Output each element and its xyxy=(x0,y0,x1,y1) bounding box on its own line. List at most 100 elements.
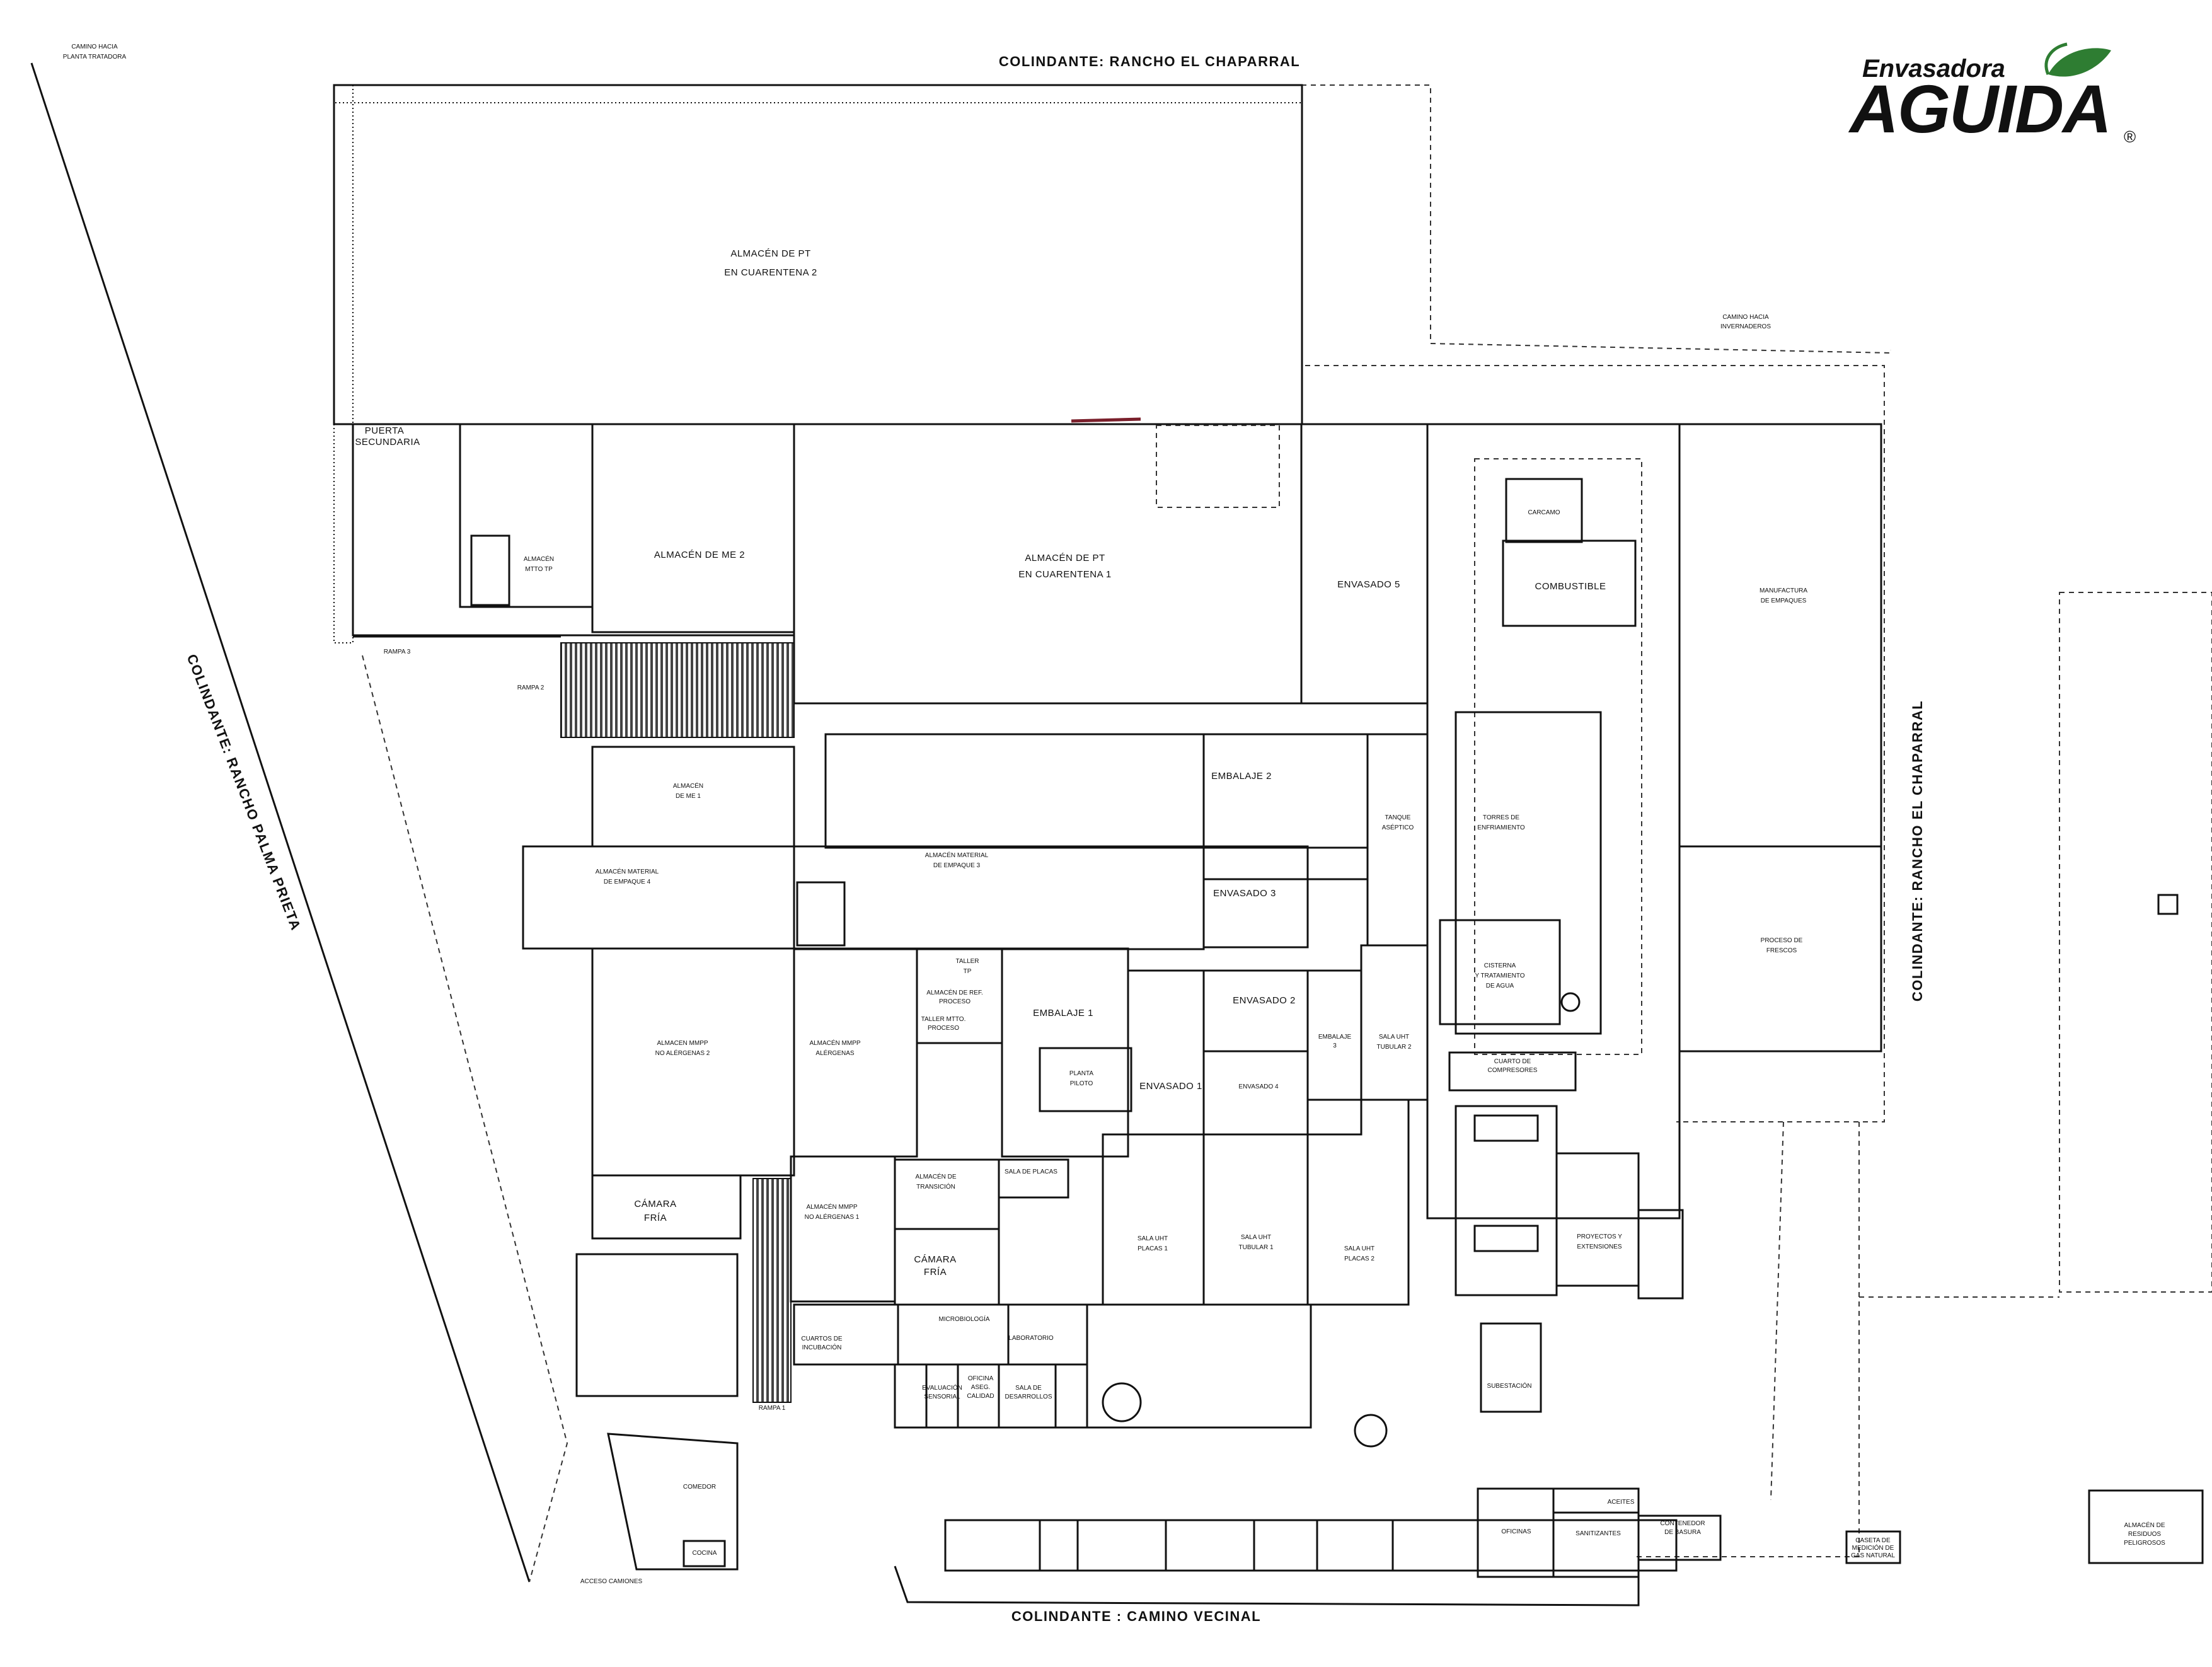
lab-office-wing: EVALUACIÓN SENSORIAL OFICINA ASEG. CALID… xyxy=(894,1303,1312,1429)
svg-text:LABORATORIO: LABORATORIO xyxy=(1008,1335,1054,1342)
rampa-3: RAMPA 3 xyxy=(353,635,561,655)
torres-enfriamiento: TORRES DE ENFRIAMIENTO xyxy=(1477,814,1525,831)
survey-marker xyxy=(2157,894,2179,915)
svg-text:ACEITES: ACEITES xyxy=(1608,1499,1635,1506)
svg-text:TALLER MTTO.: TALLER MTTO. xyxy=(921,1016,966,1023)
svg-text:ALMACÉN MATERIAL: ALMACÉN MATERIAL xyxy=(925,851,989,859)
svg-text:ASÉPTICO: ASÉPTICO xyxy=(1382,823,1414,831)
puerta-secundaria: PUERTA SECUNDARIA xyxy=(355,425,420,447)
svg-text:COMPRESORES: COMPRESORES xyxy=(1488,1067,1538,1074)
zone-west-annex xyxy=(575,1253,739,1397)
svg-text:ALMACÉN: ALMACÉN xyxy=(673,782,703,790)
svg-text:CASETA DE: CASETA DE xyxy=(1855,1537,1891,1544)
svg-text:PILOTO: PILOTO xyxy=(1070,1080,1093,1087)
svg-text:TORRES DE: TORRES DE xyxy=(1483,814,1519,821)
boundary-south: COLINDANTE : CAMINO VECINAL xyxy=(1011,1608,1261,1624)
svg-text:SALA UHT: SALA UHT xyxy=(1138,1235,1168,1242)
sala-de-placas: SALA DE PLACAS xyxy=(998,1158,1069,1199)
almacen-me-1: ALMACÉN DE ME 1 xyxy=(591,746,795,848)
svg-text:PLANTA: PLANTA xyxy=(1069,1070,1093,1077)
cuartos-incubacion: CUARTOS DE INCUBACIÓN xyxy=(793,1303,899,1366)
svg-text:ALMACÉN MATERIAL: ALMACÉN MATERIAL xyxy=(596,867,659,875)
svg-text:SANITIZANTES: SANITIZANTES xyxy=(1575,1530,1621,1537)
svg-text:PLACAS 2: PLACAS 2 xyxy=(1344,1255,1374,1262)
svg-text:MANUFACTURA: MANUFACTURA xyxy=(1760,587,1807,594)
embalaje-2: EMBALAJE 2 xyxy=(1202,733,1369,880)
svg-text:CARCAMO: CARCAMO xyxy=(1528,509,1560,516)
svg-text:TUBULAR 1: TUBULAR 1 xyxy=(1238,1244,1273,1251)
svg-text:SECUNDARIA: SECUNDARIA xyxy=(355,437,420,447)
laboratorio: LABORATORIO xyxy=(1007,1303,1088,1366)
svg-text:NO ALÉRGENAS 1: NO ALÉRGENAS 1 xyxy=(805,1213,860,1221)
site-perimeter xyxy=(30,62,2212,1583)
almacen-me-2: ALMACÉN DE ME 2 xyxy=(591,423,795,633)
svg-text:ALMACÉN MMPP: ALMACÉN MMPP xyxy=(806,1203,857,1211)
svg-text:PLANTA TRATADORA: PLANTA TRATADORA xyxy=(63,54,127,61)
svg-text:CUARTOS DE: CUARTOS DE xyxy=(801,1335,843,1342)
company-logo: Envasadora AGUIDA ® xyxy=(1848,42,2136,147)
sala-uht-tubular-2: SALA UHT TUBULAR 2 xyxy=(1360,944,1429,1101)
svg-text:DE ME 1: DE ME 1 xyxy=(676,793,701,800)
svg-text:TRANSICIÓN: TRANSICIÓN xyxy=(916,1182,955,1191)
almacen-mmpp-no-alergenas-1: ALMACÉN MMPP NO ALÉRGENAS 1 xyxy=(790,1155,896,1303)
svg-text:ALMACÉN DE REF.: ALMACÉN DE REF. xyxy=(926,988,982,996)
svg-text:OFICINA: OFICINA xyxy=(968,1375,994,1382)
svg-text:CUARTO DE: CUARTO DE xyxy=(1494,1058,1531,1065)
svg-text:TANQUE: TANQUE xyxy=(1385,814,1411,821)
svg-text:TALLER: TALLER xyxy=(955,958,979,965)
acceso-camiones-label: ACCESO CAMIONES xyxy=(580,1578,643,1585)
svg-text:ALMACÉN: ALMACÉN xyxy=(524,555,554,563)
svg-text:PUERTA: PUERTA xyxy=(365,425,404,436)
svg-text:PROCESO: PROCESO xyxy=(939,998,971,1005)
rampa-2: RAMPA 2 xyxy=(517,642,795,738)
svg-text:CAMINO HACIA: CAMINO HACIA xyxy=(1722,314,1769,321)
road-planta-tratadora: CAMINO HACIA PLANTA TRATADORA xyxy=(63,43,127,61)
svg-text:COCINA: COCINA xyxy=(693,1550,717,1557)
almacen-residuos-peligrosos: ALMACÉN DE RESIDUOS PELIGROSOS xyxy=(2088,1489,2204,1564)
microbiologia: MICROBIOLOGÍA xyxy=(897,1303,1010,1366)
svg-text:ALMACÉN DE ME 2: ALMACÉN DE ME 2 xyxy=(654,550,745,560)
envasado-1: ENVASADO 1 xyxy=(1127,969,1205,1136)
svg-text:SUBESTACIÓN: SUBESTACIÓN xyxy=(1487,1381,1532,1390)
svg-text:MEDICIÓN DE: MEDICIÓN DE xyxy=(1852,1543,1894,1552)
svg-text:PELIGROSOS: PELIGROSOS xyxy=(2124,1540,2165,1547)
svg-text:PLACAS 1: PLACAS 1 xyxy=(1138,1245,1168,1252)
embalaje-3: EMBALAJE 3 xyxy=(1306,969,1362,1136)
oficinas: OFICINAS xyxy=(1477,1487,1555,1578)
sala-uht-tubular-1: SALA UHT TUBULAR 1 xyxy=(1202,1133,1309,1306)
boundary-north: COLINDANTE: RANCHO EL CHAPARRAL xyxy=(999,54,1300,69)
caseta-medicion: CASETA DE MEDICIÓN DE GAS NATURAL xyxy=(1845,1530,1901,1564)
svg-text:COMBUSTIBLE: COMBUSTIBLE xyxy=(1535,581,1606,592)
svg-text:SALA UHT: SALA UHT xyxy=(1241,1234,1271,1241)
manufactura-empaques: MANUFACTURA DE EMPAQUES xyxy=(1678,423,1882,848)
svg-text:EN CUARENTENA 2: EN CUARENTENA 2 xyxy=(724,267,817,278)
envasado-5: ENVASADO 5 xyxy=(1300,423,1429,705)
svg-text:EMBALAJE 2: EMBALAJE 2 xyxy=(1211,771,1272,782)
rampa-1: RAMPA 1 xyxy=(752,1178,792,1412)
cuarto-compresores: CUARTO DE COMPRESORES xyxy=(1448,1051,1577,1092)
svg-text:ENVASADO 3: ENVASADO 3 xyxy=(1213,888,1276,899)
zone-empaque-3-top xyxy=(824,733,1369,849)
svg-text:DE BASURA: DE BASURA xyxy=(1664,1529,1701,1536)
svg-text:Y TRATAMIENTO: Y TRATAMIENTO xyxy=(1475,972,1524,979)
envasado-2: ENVASADO 2 xyxy=(1202,969,1309,1053)
almacen-material-empaque-3: ALMACÉN MATERIAL DE EMPAQUE 3 xyxy=(793,845,1205,950)
svg-text:TP: TP xyxy=(964,968,972,975)
svg-text:FRÍA: FRÍA xyxy=(644,1213,667,1223)
svg-text:CÁMARA: CÁMARA xyxy=(634,1199,676,1209)
almacen-mmpp-no-alergenas-2: ALMACEN MMPP NO ALÉRGENAS 2 xyxy=(591,947,795,1177)
svg-text:MTTO TP: MTTO TP xyxy=(525,566,553,573)
svg-text:ALMACÉN DE: ALMACÉN DE xyxy=(2124,1521,2165,1529)
south-admin-strip xyxy=(894,1519,1678,1606)
svg-text:TUBULAR 2: TUBULAR 2 xyxy=(1376,1044,1411,1051)
proyectos-extensiones: PROYECTOS Y EXTENSIONES xyxy=(1577,1233,1622,1250)
almacen-pt-cuarentena-2: ALMACÉN DE PT EN CUARENTENA 2 xyxy=(333,84,1303,643)
svg-text:INVERNADEROS: INVERNADEROS xyxy=(1720,323,1771,330)
almacen-material-empaque-4: ALMACÉN MATERIAL DE EMPAQUE 4 xyxy=(522,845,795,950)
svg-text:EVALUACIÓN: EVALUACIÓN xyxy=(922,1383,962,1392)
svg-text:ASEG.: ASEG. xyxy=(971,1384,991,1391)
svg-text:FRESCOS: FRESCOS xyxy=(1766,947,1797,954)
svg-text:EXTENSIONES: EXTENSIONES xyxy=(1577,1243,1622,1250)
aceites-sanitizantes: ACEITES SANITIZANTES xyxy=(1552,1487,1640,1578)
svg-text:RESIDUOS: RESIDUOS xyxy=(2128,1531,2162,1538)
